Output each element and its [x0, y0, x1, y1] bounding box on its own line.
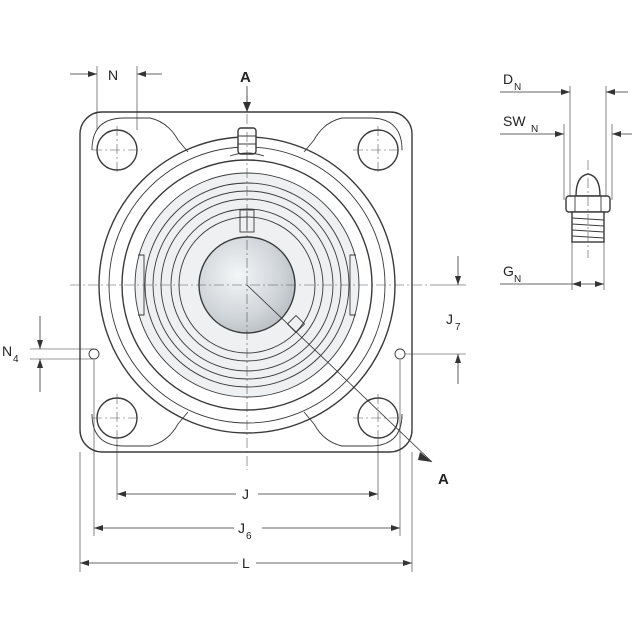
label-J6-sub: 6: [246, 531, 252, 542]
grease-nipple-detail: D N SW N G N: [500, 71, 632, 290]
section-marker-top: A: [240, 69, 251, 112]
dimension-J6: J 6: [93, 360, 401, 542]
flange-lobe-outline: [91, 117, 403, 447]
label-DN-sub: N: [514, 82, 521, 93]
pilot-hole-right: [394, 348, 406, 360]
label-SWN: SW: [503, 113, 526, 129]
label-J6: J: [238, 520, 245, 536]
label-J: J: [242, 486, 249, 502]
label-A-top: A: [240, 69, 251, 86]
section-marker-bottom: A: [418, 452, 449, 488]
housing-front-view: [79, 111, 413, 453]
label-A-bottom: A: [438, 471, 449, 488]
label-DN: D: [503, 71, 513, 87]
pilot-hole-left: [88, 348, 100, 360]
dimension-N: N: [70, 66, 162, 130]
label-SWN-sub: N: [531, 124, 538, 135]
label-N4: N: [2, 343, 12, 359]
label-J7: J: [446, 311, 453, 327]
bolt-hole-centers: [92, 126, 403, 442]
housing-outline: [79, 111, 413, 453]
dimension-N4: N 4: [2, 316, 94, 392]
label-N4-sub: 4: [13, 354, 19, 365]
label-N: N: [108, 67, 118, 83]
label-J7-sub: 7: [455, 322, 461, 333]
label-GN-sub: N: [514, 274, 521, 285]
label-GN: G: [503, 263, 514, 279]
dimension-J7: J 7: [405, 256, 466, 384]
dimension-J: J: [116, 440, 379, 502]
dimension-L: L: [79, 452, 413, 572]
label-L: L: [242, 555, 250, 571]
center-lines: [70, 96, 433, 470]
